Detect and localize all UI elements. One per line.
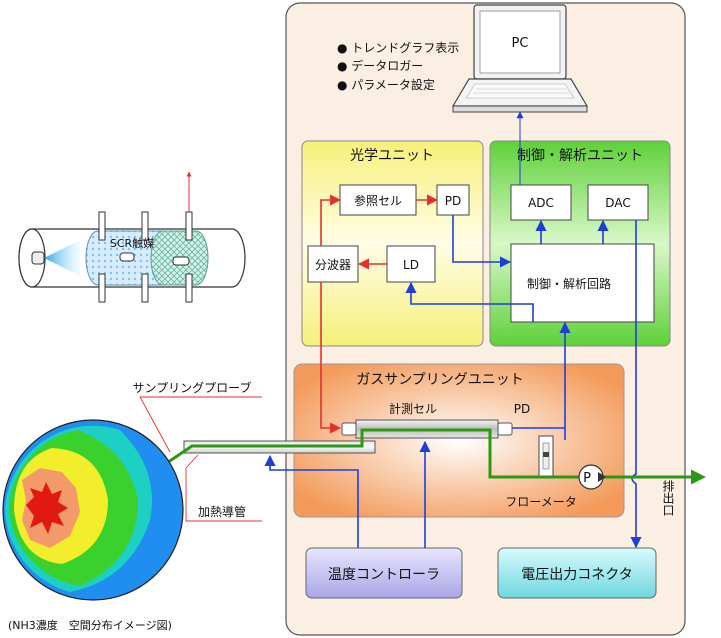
temp-controller-box	[305, 547, 463, 599]
nh3-distribution	[2, 419, 184, 601]
optical-unit-box	[301, 140, 484, 347]
exhaust-label: 排出口	[661, 480, 675, 516]
flowmeter-label: フローメータ	[505, 495, 577, 509]
adc-box	[510, 184, 572, 221]
nh3-caption: (NH3濃度 空間分布イメージ図)	[8, 618, 172, 632]
pump-icon	[578, 464, 606, 490]
ld-label: LD	[403, 258, 419, 272]
splitter-box	[307, 245, 359, 283]
dac-label: DAC	[605, 196, 630, 210]
flowmeter-icon	[538, 435, 554, 477]
annotation-lines	[139, 396, 262, 522]
pc-feature-3: ● パラメータ設定	[337, 77, 435, 92]
control-unit-title: 制御・解析ユニット	[517, 148, 643, 164]
circuit-box	[510, 243, 655, 323]
pump-label: P	[583, 471, 591, 486]
ref-cell-label: 参照セル	[354, 193, 402, 208]
temp-controller-label: 温度コントローラ	[328, 567, 440, 583]
gas-pd-label: PD	[514, 402, 530, 416]
dac-box	[587, 184, 649, 221]
splitter-label: 分波器	[315, 258, 351, 272]
gas-unit-title: ガスサンプリングユニット	[356, 372, 524, 388]
optical-pd-box	[436, 184, 470, 216]
measure-cell-label: 計測セル	[389, 401, 437, 416]
optical-path	[320, 194, 439, 434]
optical-pd-label: PD	[445, 194, 461, 208]
voltage-connector-box	[497, 547, 657, 599]
circuit-label: 制御・解析回路	[527, 276, 611, 291]
optical-unit-title: 光学ユニット	[350, 148, 434, 164]
pc-feature-1: ● トレンドグラフ表示	[337, 41, 459, 55]
gas-path	[111, 428, 706, 502]
scr-probes	[98, 211, 193, 303]
scr-catalyst-label: SCR触媒	[110, 236, 154, 250]
voltage-connector-label: 電圧出力コネクタ	[521, 567, 632, 583]
pc-laptop-icon	[451, 4, 589, 113]
pc-label: PC	[512, 36, 529, 51]
sampling-probe-label: サンプリングプローブ	[133, 380, 252, 395]
heated-tube-label: 加熱導管	[198, 504, 246, 519]
pc-feature-2: ● データロガー	[337, 58, 423, 73]
adc-label: ADC	[528, 196, 554, 210]
